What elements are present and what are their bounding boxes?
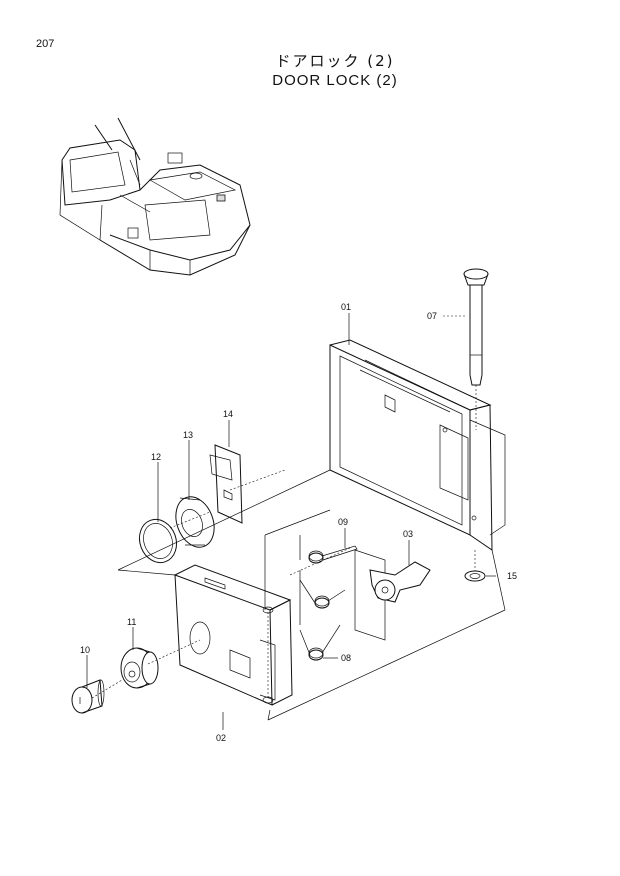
part-01-lock-housing [329, 339, 506, 551]
assembly-axis-lines [91, 469, 351, 700]
callout-08: 08 [341, 653, 351, 663]
excavator-locator-illustration [59, 117, 251, 276]
part-07-pin [463, 268, 489, 430]
callout-01: 01 [341, 302, 351, 312]
callout-03: 03 [403, 529, 413, 539]
callout-10: 10 [80, 645, 90, 655]
alignment-frame-lines [117, 469, 506, 721]
callout-09: 09 [338, 517, 348, 527]
part-13-bushing [175, 496, 215, 548]
callout-14: 14 [223, 409, 233, 419]
callout-12: 12 [151, 452, 161, 462]
title-english: DOOR LOCK (2) [272, 72, 398, 89]
page-number: 207 [36, 38, 55, 50]
part-03-lever [354, 549, 431, 641]
title-japanese: ドアロック (2) [275, 52, 395, 70]
part-12-snap-ring [138, 518, 178, 564]
part-09-spring [299, 535, 358, 625]
callout-13: 13 [183, 430, 193, 440]
part-15-snap-ring [464, 550, 486, 582]
callout-11: 11 [127, 617, 136, 627]
part-02-lock-case [174, 564, 293, 706]
part-10-key-cylinder [71, 679, 105, 714]
part-14-plate [209, 444, 243, 524]
part-11-cylinder-body [120, 647, 159, 689]
callout-02: 02 [216, 733, 226, 743]
callout-07: 07 [427, 311, 437, 321]
part-08-spring [299, 624, 341, 661]
leader-lines [86, 313, 496, 730]
callout-15: 15 [507, 571, 517, 581]
